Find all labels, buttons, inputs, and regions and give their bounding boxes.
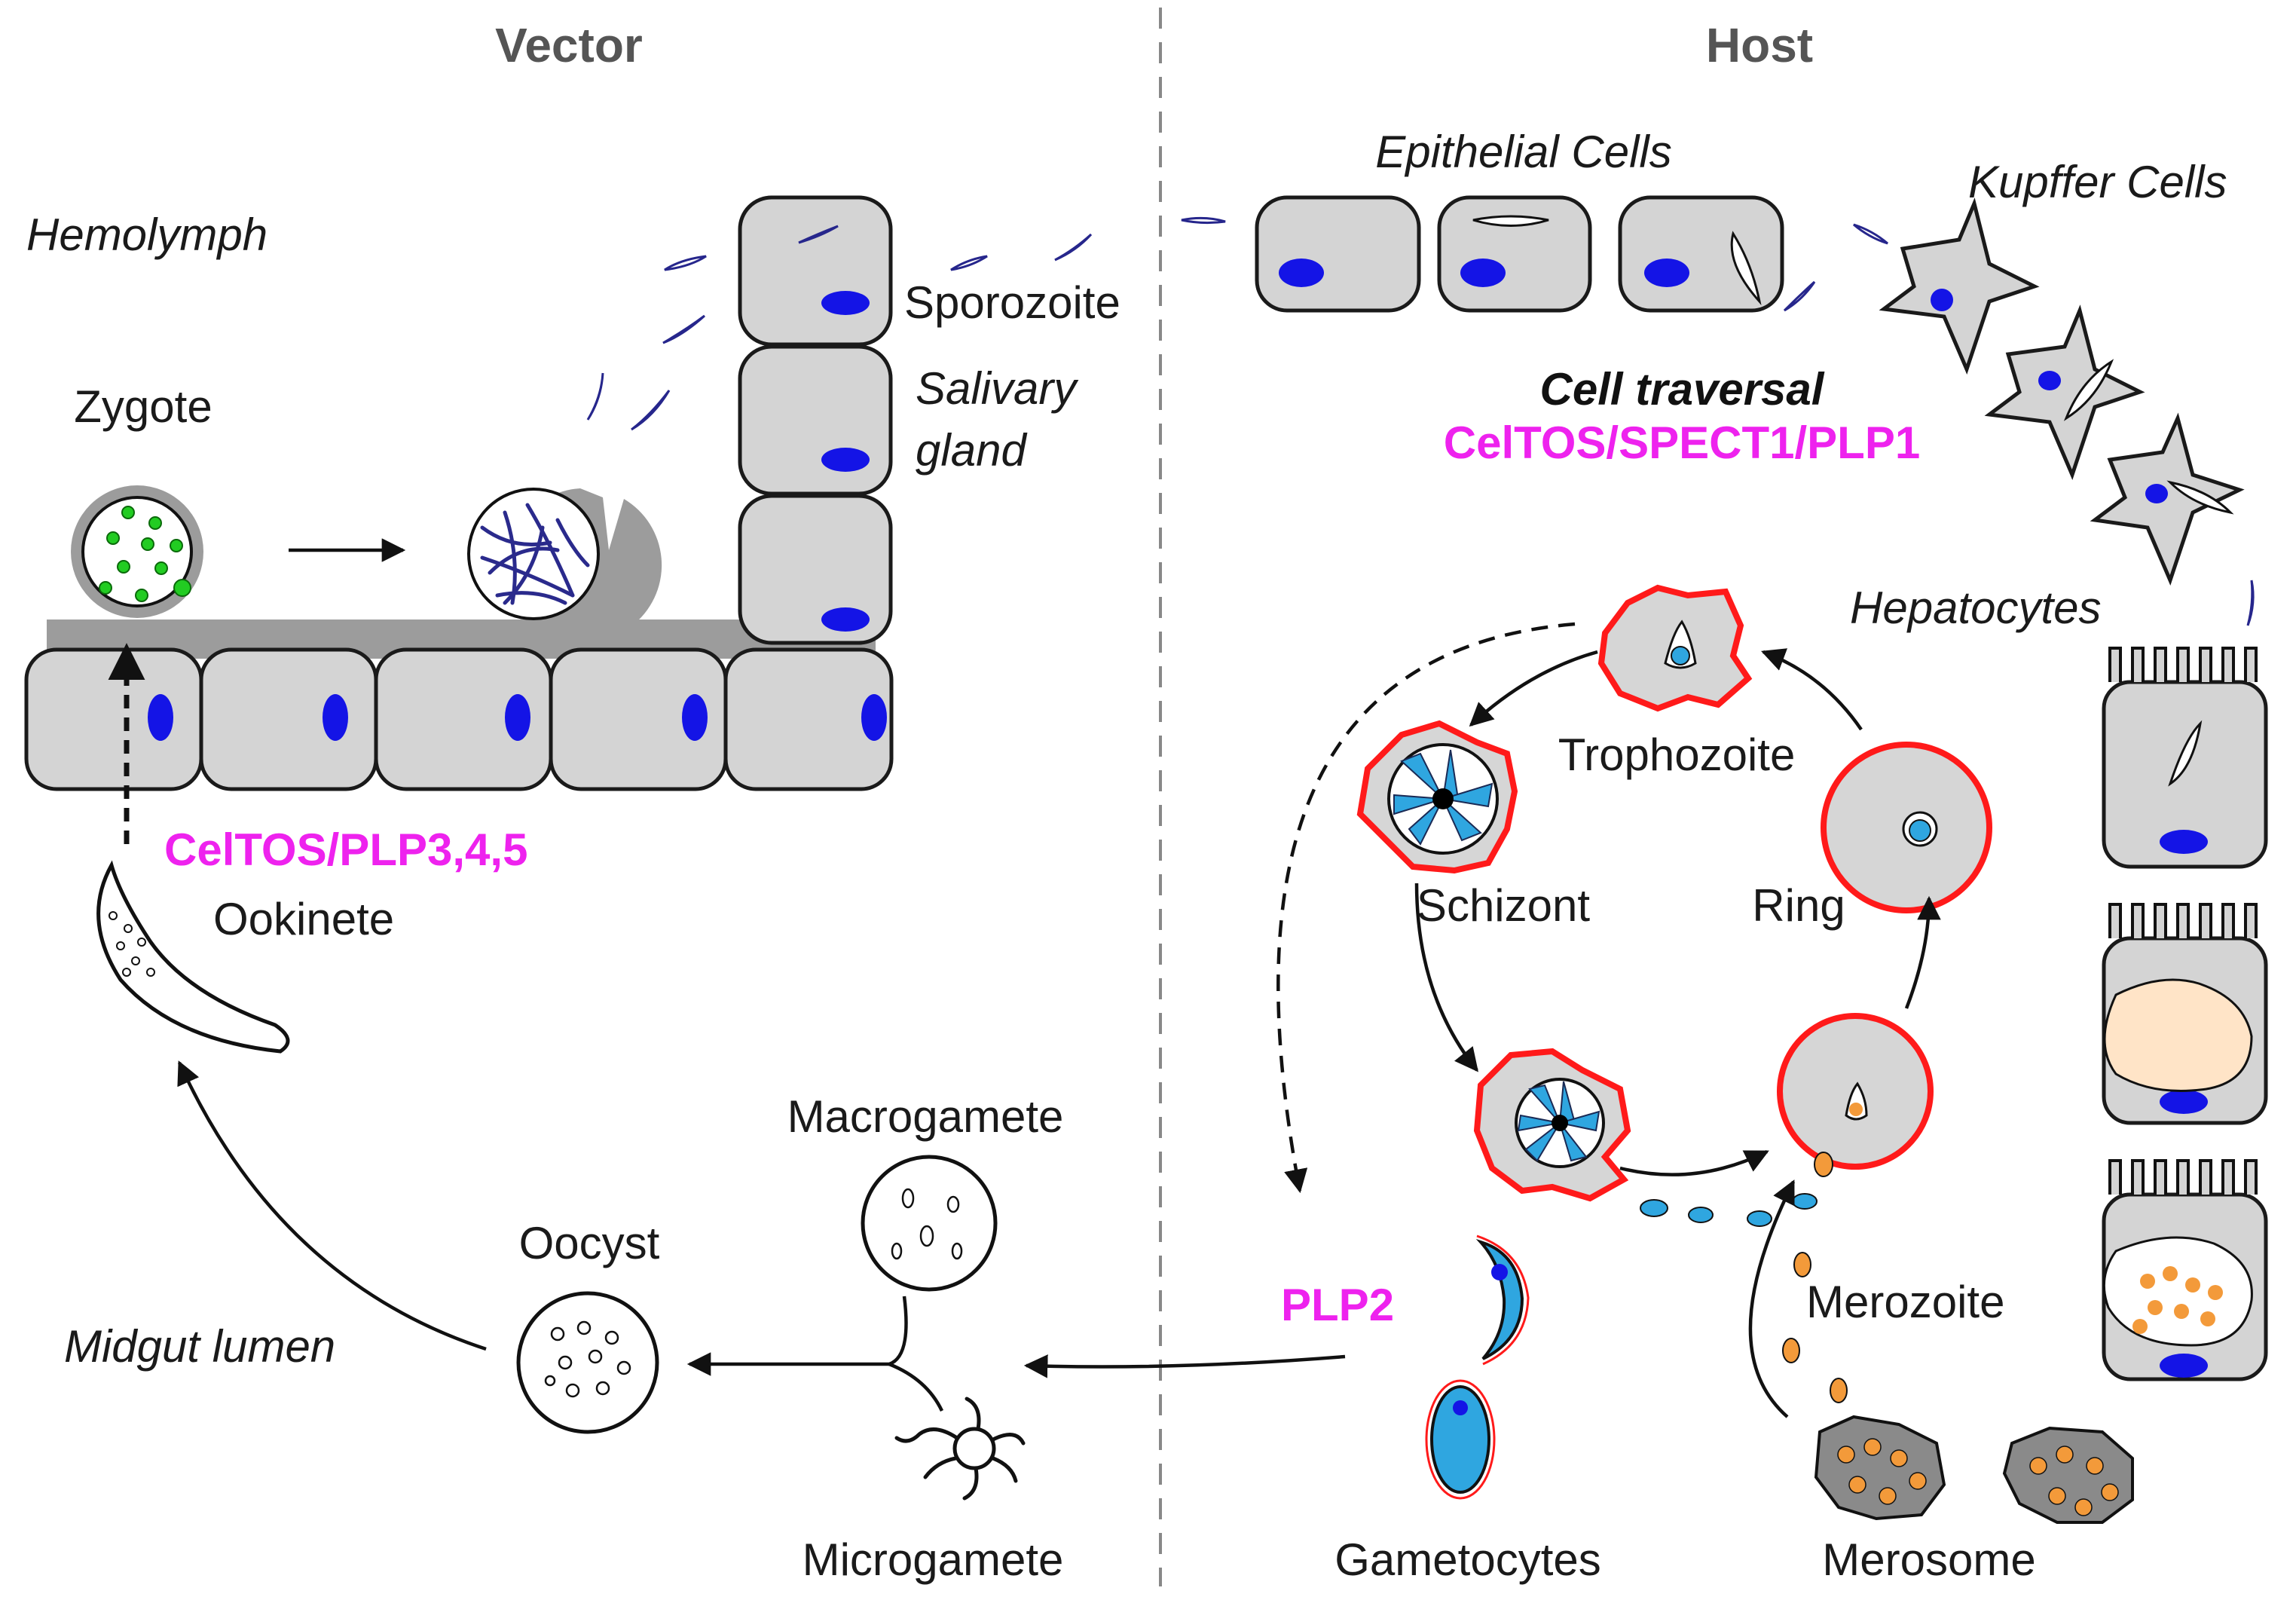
- schizont-label: Schizont: [1417, 880, 1590, 931]
- zygote-label: Zygote: [74, 381, 212, 432]
- host-header: Host: [1706, 18, 1813, 72]
- hepatocytes-label: Hepatocytes: [1850, 583, 2102, 633]
- ookinete-label: Ookinete: [213, 894, 394, 944]
- ookinete: [96, 860, 290, 1054]
- zygote: [71, 485, 203, 618]
- traversal-proteins-label: CelTOS/SPECT1/PLP1: [1444, 418, 1920, 468]
- kupffer-cells: [1879, 197, 2245, 586]
- ring-label: Ring: [1752, 880, 1845, 931]
- salivary-gland-label-line1: Salivary: [916, 363, 1079, 414]
- trophozoite-cell: [1597, 584, 1753, 712]
- cell-traversal-label: Cell traversal: [1540, 364, 1825, 415]
- schizont-cell: [1356, 720, 1518, 874]
- bursting-oocyst: [467, 488, 662, 642]
- gametocytes-label: Gametocytes: [1334, 1534, 1600, 1585]
- sporozoite-label: Sporozoite: [904, 277, 1120, 328]
- ring-cell: [1821, 742, 1992, 913]
- merosome-label: Merosome: [1822, 1534, 2035, 1585]
- hepatocyte-microvilli: [2108, 647, 2258, 1195]
- host-sporozoites: [1181, 216, 2255, 626]
- new-ring-cell: [1777, 1013, 1934, 1170]
- free-merozoites: [1640, 1193, 1818, 1227]
- midgut-epithelium: [24, 647, 894, 791]
- gametocytes: [1425, 1234, 1530, 1500]
- microgamete-label: Microgamete: [803, 1534, 1064, 1585]
- salivary-gland-label-line2: gland: [916, 425, 1027, 476]
- gametocytes-to-gametes-arrow: [1023, 1354, 1346, 1378]
- rupturing-schizont: [1473, 1048, 1631, 1202]
- liver-merozoites: [1782, 1152, 1848, 1403]
- epithelial-cells: [1255, 195, 1784, 313]
- epithelial-cells-label: Epithelial Cells: [1375, 127, 1672, 177]
- trophozoite-label: Trophozoite: [1558, 730, 1796, 780]
- gametes-to-oocyst-arrow: [686, 1296, 944, 1412]
- oocyst: [516, 1291, 659, 1434]
- kupffer-cells-label: Kupffer Cells: [1968, 157, 2227, 207]
- merosomes: [1814, 1415, 2134, 1524]
- macrogamete-label: Macrogamete: [787, 1091, 1064, 1142]
- released-sporozoites: [586, 225, 1093, 431]
- hepatocytes: [2102, 680, 2268, 1381]
- oocyst-to-ookinete-arrow: [177, 1060, 487, 1351]
- oocyst-label: Oocyst: [519, 1218, 660, 1268]
- hemolymph-label: Hemolymph: [26, 210, 268, 260]
- macrogamete: [861, 1155, 998, 1292]
- merozoite-label: Merozoite: [1806, 1277, 2004, 1327]
- gametocyte-proteins-label: PLP2: [1281, 1280, 1394, 1330]
- blood-cycle-arrows: [1276, 622, 1941, 1418]
- midgut-lumen-label: Midgut lumen: [64, 1321, 335, 1372]
- ookinete-proteins-label: CelTOS/PLP3,4,5: [164, 824, 527, 875]
- vector-header: Vector: [495, 18, 643, 72]
- salivary-gland: [738, 195, 893, 645]
- microgamete: [894, 1397, 1026, 1501]
